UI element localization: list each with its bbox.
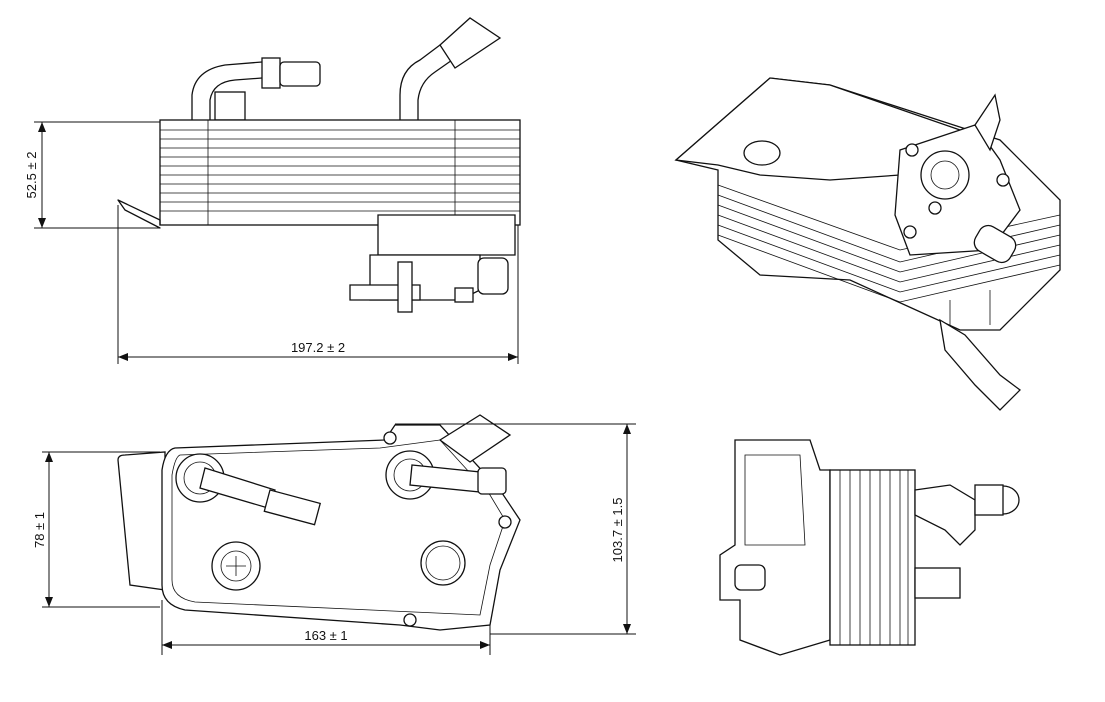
top-view [117,414,521,631]
dimension-label: 103.7 ± 1.5 [610,498,625,563]
end-view [719,439,1020,656]
dimension-height-side: 52.5 ± 2 [24,121,160,229]
side-view [117,17,521,313]
isometric-view [674,77,1061,411]
dimension-label: 52.5 ± 2 [24,152,39,199]
dimension-label: 163 ± 1 [304,628,347,643]
dimension-label: 197.2 ± 2 [291,340,345,355]
dimension-width-inner: 78 ± 1 [32,451,160,608]
dimension-length-plate: 163 ± 1 [161,600,491,655]
dimension-length-side: 197.2 ± 2 [117,205,519,364]
dimension-label: 78 ± 1 [32,512,47,548]
dimension-width-outer: 103.7 ± 1.5 [395,423,636,635]
